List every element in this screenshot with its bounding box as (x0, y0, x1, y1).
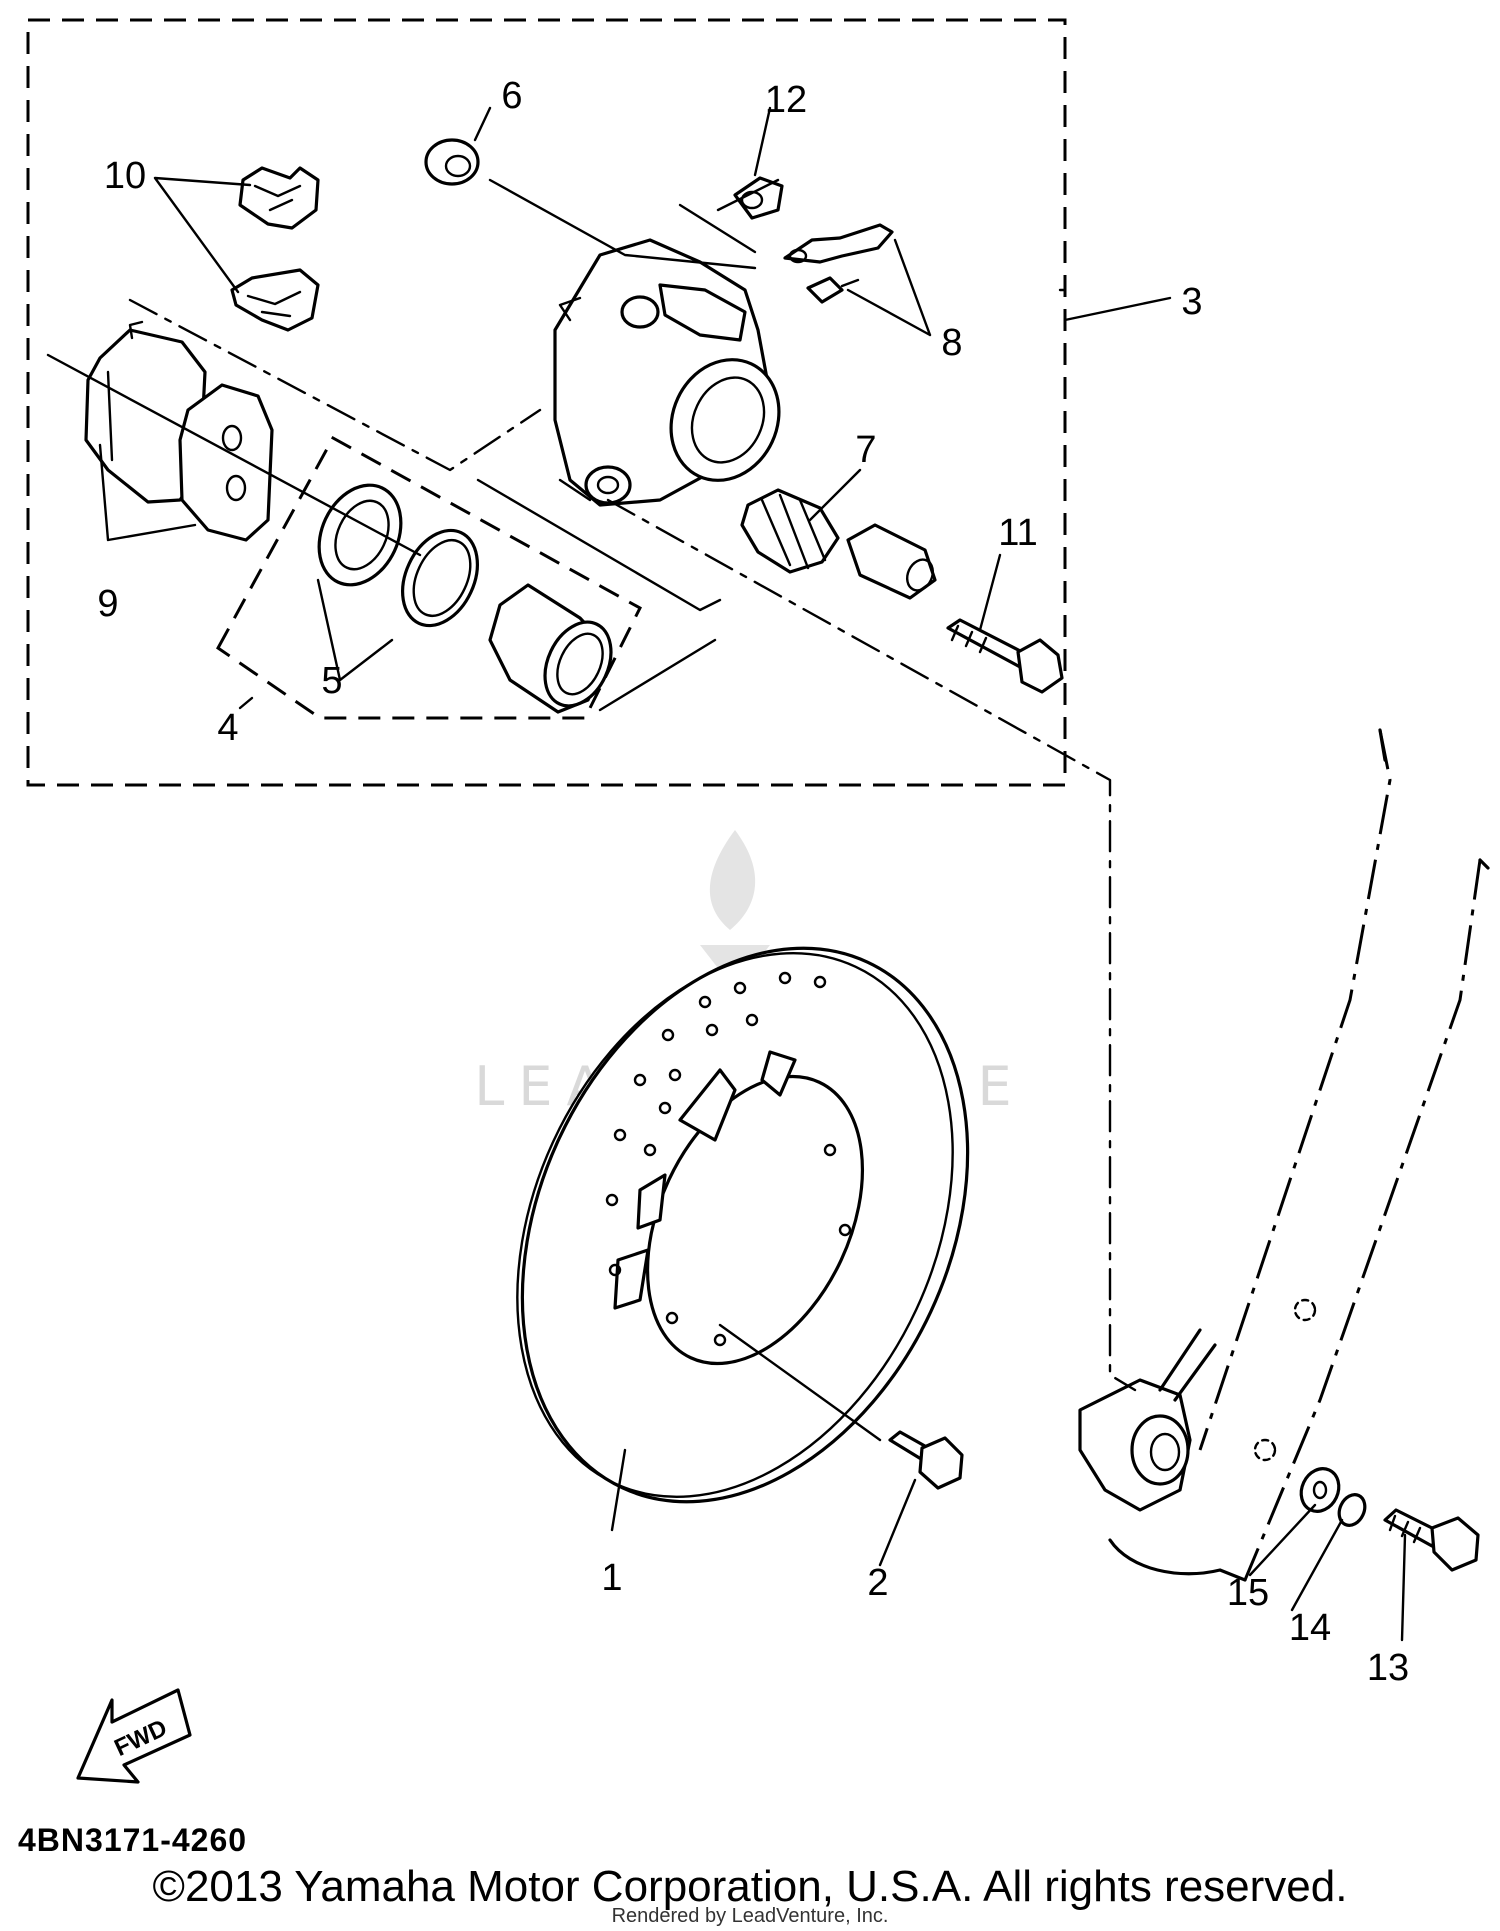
rendered-by-notice: Rendered by LeadVenture, Inc. (611, 1905, 889, 1927)
front-fork (1078, 728, 1490, 1582)
brake-pad-kit (84, 320, 274, 542)
callout-4: 4 (217, 707, 238, 749)
piston-seal-set (317, 483, 479, 628)
callout-3: 3 (1181, 281, 1202, 323)
disc-bolt (888, 1430, 964, 1490)
callout-8: 8 (941, 322, 962, 364)
callout-15: 15 (1227, 1572, 1269, 1614)
mount-bolt (1383, 1508, 1480, 1572)
bleed-screw-set (783, 223, 894, 304)
plain-washer (1299, 1467, 1341, 1513)
callout-14: 14 (1289, 1607, 1331, 1649)
caliper-bolt (946, 618, 1064, 694)
brake-disc (516, 946, 970, 1504)
callout-10: 10 (104, 155, 146, 197)
copyright-notice: ©2013 Yamaha Motor Corporation, U.S.A. A… (152, 1862, 1348, 1911)
callout-12: 12 (765, 79, 807, 121)
caliper-assembly-box (26, 18, 1067, 787)
caliper-boot (424, 138, 480, 186)
callout-11: 11 (998, 512, 1037, 554)
assembly-lines (46, 178, 1137, 1442)
caliper-body (553, 238, 781, 507)
callout-13: 13 (1367, 1647, 1409, 1689)
callout-labels: 1 2 3 4 5 6 7 8 9 10 11 12 13 14 15 (97, 75, 1409, 1689)
caliper-piston (488, 583, 613, 714)
callout-9: 9 (97, 583, 118, 625)
callout-1: 1 (601, 1557, 622, 1599)
callout-2: 2 (867, 1562, 888, 1604)
pad-spring (230, 166, 320, 332)
piston-kit-box (216, 435, 642, 720)
fwd-arrow: FWD (76, 1688, 192, 1784)
callout-5: 5 (321, 660, 342, 702)
callout-7: 7 (855, 429, 876, 471)
leader-lines (98, 106, 1407, 1642)
lock-washer (1337, 1493, 1367, 1527)
callout-6: 6 (501, 75, 522, 117)
diagram-code: 4BN3171-4260 (18, 1822, 248, 1858)
caliper-slide-boot (740, 488, 937, 600)
